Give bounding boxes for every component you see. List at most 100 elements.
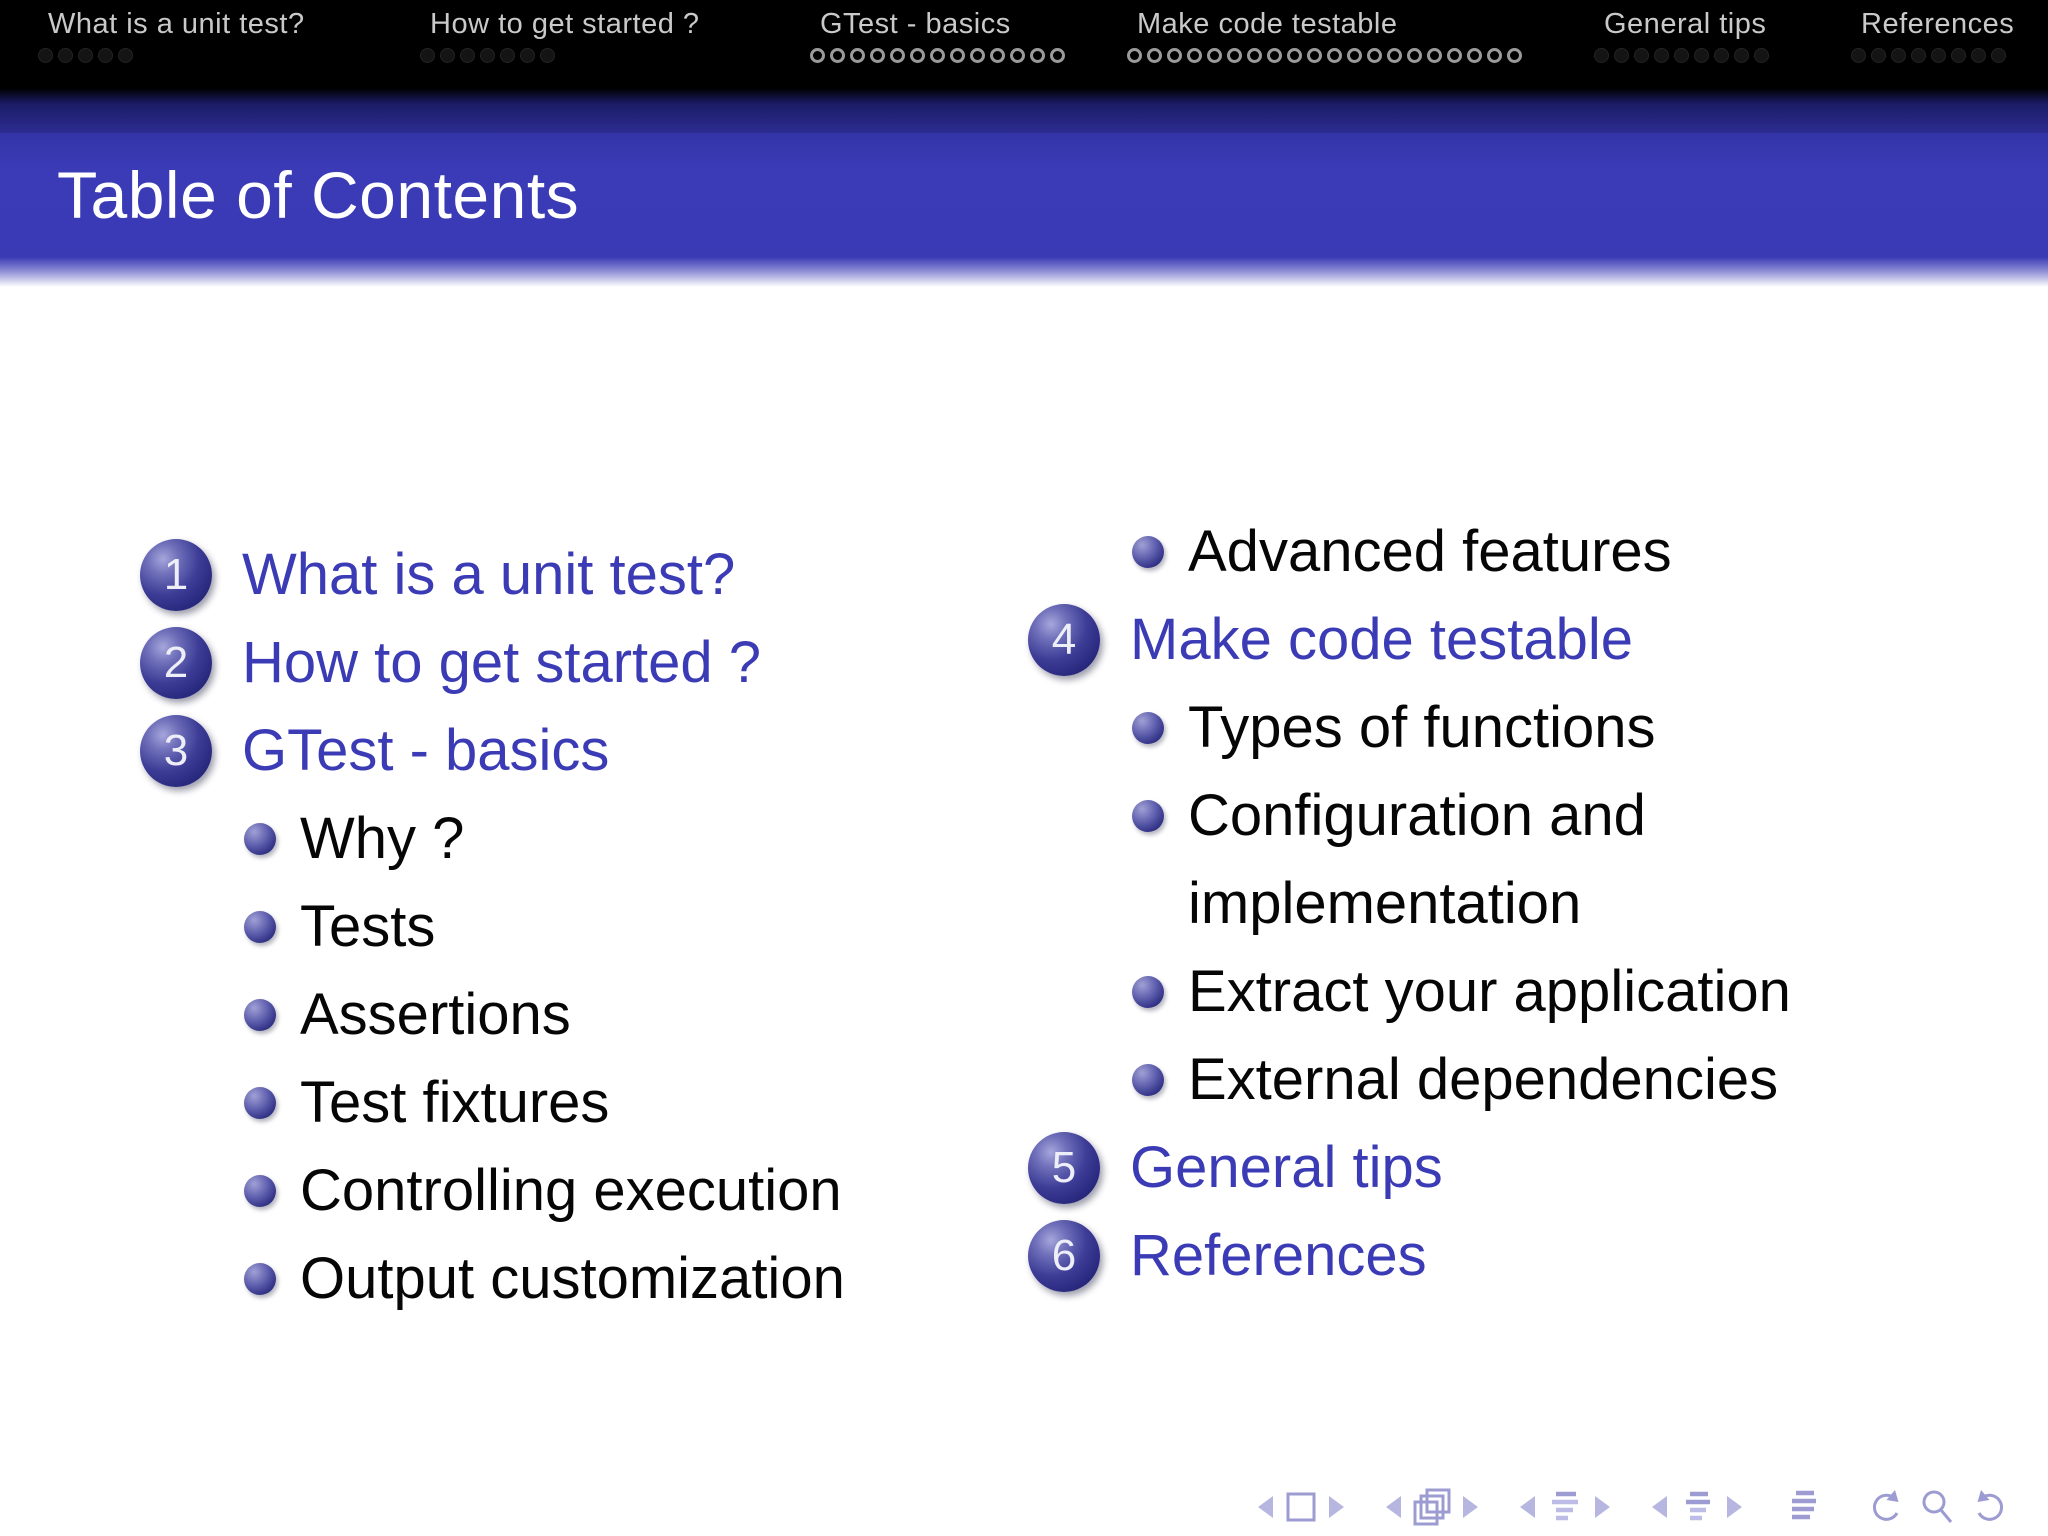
toc-subsection-link[interactable]: Output customization: [300, 1246, 845, 1311]
toc-subsection-link[interactable]: Configuration and implementation: [1188, 783, 1646, 936]
slide-dots[interactable]: [1594, 48, 1769, 63]
header-section-references[interactable]: References: [1851, 8, 2015, 63]
toc-subsection-item[interactable]: External dependencies: [1028, 1036, 2008, 1124]
slide-dots[interactable]: [810, 48, 1065, 63]
slide-dot[interactable]: [1851, 48, 1866, 63]
header-section-label[interactable]: References: [1861, 8, 2015, 40]
toc-section-link[interactable]: GTest - basics: [242, 718, 610, 783]
toc-subsection-item[interactable]: Test fixtures: [140, 1059, 960, 1147]
prev-section-arrow-icon[interactable]: [1652, 1496, 1667, 1518]
slide-dot[interactable]: [1147, 48, 1162, 63]
toc-subsection-link[interactable]: Tests: [300, 894, 436, 959]
slide-dot[interactable]: [990, 48, 1005, 63]
slide-dot[interactable]: [1871, 48, 1886, 63]
frames-icon[interactable]: [1412, 1487, 1452, 1527]
toc-subsection-item[interactable]: Assertions: [140, 971, 960, 1059]
prev-subsection-arrow-icon[interactable]: [1520, 1496, 1535, 1518]
header-section-label[interactable]: How to get started ?: [430, 8, 700, 40]
back-icon[interactable]: [1864, 1486, 1906, 1528]
slide-dot[interactable]: [38, 48, 53, 63]
slide-dot[interactable]: [1127, 48, 1142, 63]
slide-dot[interactable]: [1891, 48, 1906, 63]
toc-section-link[interactable]: What is a unit test?: [242, 542, 736, 607]
slide-dot[interactable]: [1991, 48, 2006, 63]
slide-dot[interactable]: [1911, 48, 1926, 63]
slide-dot[interactable]: [58, 48, 73, 63]
toc-subsection-item[interactable]: Configuration and implementation: [1028, 772, 2008, 948]
slide-dot[interactable]: [78, 48, 93, 63]
slide-dot[interactable]: [1010, 48, 1025, 63]
slide-dot[interactable]: [540, 48, 555, 63]
slide-dot[interactable]: [1387, 48, 1402, 63]
slide-dot[interactable]: [850, 48, 865, 63]
slide-dot[interactable]: [1367, 48, 1382, 63]
slide-dot[interactable]: [1714, 48, 1729, 63]
toc-subsection-link[interactable]: Test fixtures: [300, 1070, 610, 1135]
toc-section-item[interactable]: 1 What is a unit test?: [140, 531, 960, 619]
toc-subsection-link[interactable]: Controlling execution: [300, 1158, 842, 1223]
toc-section-link[interactable]: How to get started ?: [242, 630, 762, 695]
header-section-what-is-a-unit-test[interactable]: What is a unit test?: [38, 8, 305, 63]
slide-dot[interactable]: [1594, 48, 1609, 63]
slide-dot[interactable]: [1427, 48, 1442, 63]
slide-dot[interactable]: [1347, 48, 1362, 63]
slide-dot[interactable]: [870, 48, 885, 63]
next-frame-arrow-icon[interactable]: [1463, 1496, 1478, 1518]
toc-subsection-link[interactable]: Why ?: [300, 806, 465, 871]
slide-dot[interactable]: [1307, 48, 1322, 63]
slide-dot[interactable]: [1050, 48, 1065, 63]
toc-section-link[interactable]: General tips: [1130, 1135, 1443, 1200]
slide-dot[interactable]: [1931, 48, 1946, 63]
slide-dot[interactable]: [1654, 48, 1669, 63]
toc-subsection-item[interactable]: Extract your application: [1028, 948, 2008, 1036]
header-section-label[interactable]: General tips: [1604, 8, 1767, 40]
slide-dot[interactable]: [1287, 48, 1302, 63]
slide-dot[interactable]: [500, 48, 515, 63]
prev-frame-arrow-icon[interactable]: [1386, 1496, 1401, 1518]
search-icon[interactable]: [1917, 1486, 1959, 1528]
slide-dot[interactable]: [1634, 48, 1649, 63]
toc-subsection-item[interactable]: Output customization: [140, 1235, 960, 1323]
header-section-how-to-get-started[interactable]: How to get started ?: [420, 8, 700, 63]
slide-dot[interactable]: [1267, 48, 1282, 63]
slide-dot[interactable]: [1407, 48, 1422, 63]
slide-dots[interactable]: [38, 48, 305, 63]
toc-section-link[interactable]: Make code testable: [1130, 607, 1633, 672]
toc-section-item[interactable]: 6 References: [1028, 1212, 2008, 1300]
slide-dot[interactable]: [830, 48, 845, 63]
toc-subsection-link[interactable]: External dependencies: [1188, 1047, 1779, 1112]
slide-dot[interactable]: [1167, 48, 1182, 63]
slide-dots[interactable]: [1127, 48, 1522, 63]
toc-section-link[interactable]: References: [1130, 1223, 1427, 1288]
toc-section-item[interactable]: 5 General tips: [1028, 1124, 2008, 1212]
next-subsection-arrow-icon[interactable]: [1595, 1496, 1610, 1518]
slide-dot[interactable]: [1507, 48, 1522, 63]
slide-dot[interactable]: [930, 48, 945, 63]
header-section-gtest-basics[interactable]: GTest - basics: [810, 8, 1065, 63]
next-section-arrow-icon[interactable]: [1727, 1496, 1742, 1518]
slide-dot[interactable]: [1467, 48, 1482, 63]
slide-dot[interactable]: [1447, 48, 1462, 63]
header-section-make-code-testable[interactable]: Make code testable: [1127, 8, 1522, 63]
slide-icon[interactable]: [1284, 1490, 1318, 1524]
toc-section-item[interactable]: 3 GTest - basics: [140, 707, 960, 795]
toc-subsection-link[interactable]: Advanced features: [1188, 519, 1672, 584]
slide-dots[interactable]: [1851, 48, 2014, 63]
slide-dot[interactable]: [950, 48, 965, 63]
section-list-icon[interactable]: [1678, 1488, 1716, 1526]
toc-subsection-item[interactable]: Tests: [140, 883, 960, 971]
slide-dots[interactable]: [420, 48, 700, 63]
slide-dot[interactable]: [460, 48, 475, 63]
header-section-label[interactable]: What is a unit test?: [48, 8, 305, 40]
toc-section-item[interactable]: 4 Make code testable: [1028, 596, 2008, 684]
forward-icon[interactable]: [1970, 1486, 2012, 1528]
toc-subsection-link[interactable]: Types of functions: [1188, 695, 1656, 760]
prev-slide-arrow-icon[interactable]: [1258, 1496, 1273, 1518]
slide-dot[interactable]: [1187, 48, 1202, 63]
header-section-label[interactable]: Make code testable: [1137, 8, 1398, 40]
slide-dot[interactable]: [98, 48, 113, 63]
toc-subsection-link[interactable]: Assertions: [300, 982, 571, 1047]
slide-dot[interactable]: [1327, 48, 1342, 63]
slide-dot[interactable]: [1207, 48, 1222, 63]
toc-subsection-item[interactable]: Controlling execution: [140, 1147, 960, 1235]
